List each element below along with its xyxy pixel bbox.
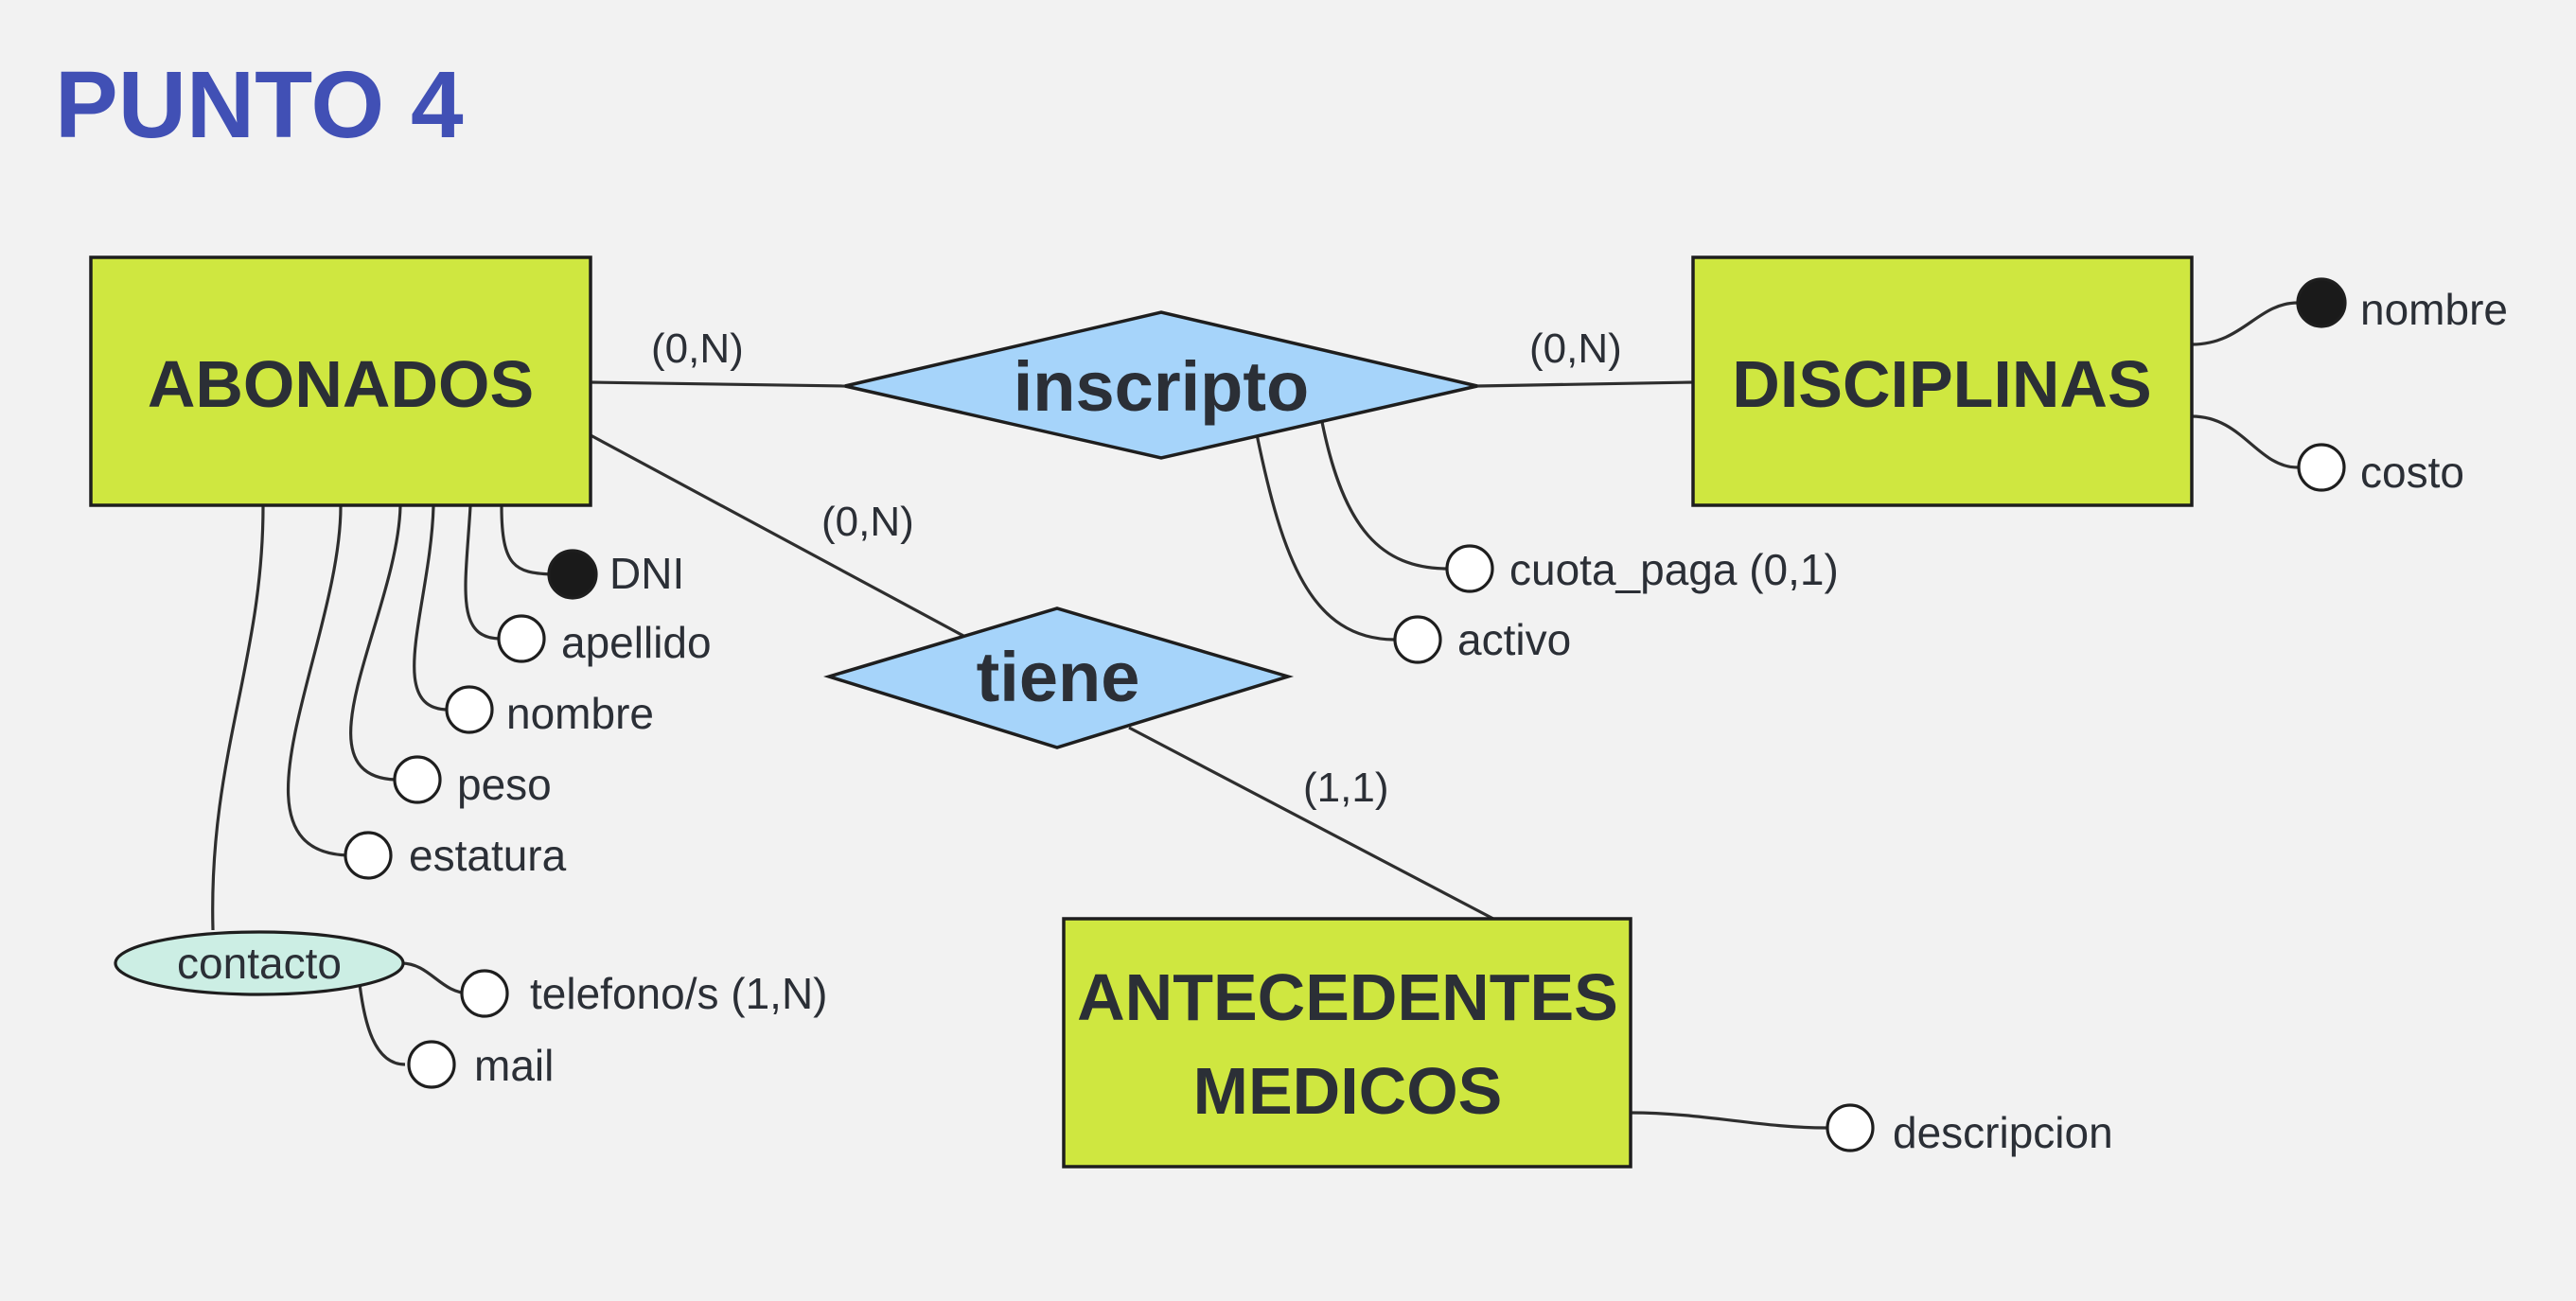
attribute-dni-label: DNI (609, 549, 684, 598)
attribute-telefono-label: telefono/s (1,N) (530, 969, 827, 1018)
entity-antecedentes-label-line2: MEDICOS (1193, 1054, 1503, 1128)
entity-abonados-box (89, 255, 592, 507)
cardinality-abonados-tiene: (0,N) (821, 499, 914, 545)
attribute-apellido[interactable]: apellido (497, 614, 712, 667)
attribute-dni[interactable]: DNI (547, 549, 684, 600)
line-descripcion (1630, 1111, 1827, 1130)
entity-disciplinas-label: DISCIPLINAS (1732, 347, 2151, 421)
key-attribute-marker (2296, 277, 2347, 328)
attribute-nombre-disciplinas[interactable]: nombre (2296, 277, 2508, 334)
attribute-activo[interactable]: activo (1393, 615, 1571, 664)
entity-abonados[interactable]: ABONADOS (89, 255, 592, 507)
attribute-costo[interactable]: costo (2297, 443, 2464, 497)
line-telefono (400, 961, 471, 995)
line-nombre-abonados (413, 505, 450, 712)
relationship-tiene-diamond (823, 607, 1295, 749)
line-dni (500, 505, 552, 576)
attribute-cuota-paga-label: cuota_paga (0,1) (1509, 545, 1839, 594)
attribute-cuota-paga[interactable]: cuota_paga (0,1) (1445, 544, 1839, 594)
composite-contacto-label: contacto (177, 939, 342, 988)
line-contacto (211, 505, 265, 931)
attribute-estatura[interactable]: estatura (344, 831, 567, 880)
attribute-activo-label: activo (1457, 615, 1571, 664)
cardinality-antecedentes-tiene: (1,1) (1303, 765, 1388, 811)
relationship-inscripto-diamond (844, 310, 1478, 460)
line-abonados-tiene (590, 433, 966, 639)
line-activo (1255, 433, 1395, 642)
relationship-tiene[interactable]: tiene (823, 607, 1295, 749)
attribute-marker (344, 831, 393, 880)
cardinality-abonados-inscripto: (0,N) (651, 325, 744, 372)
attribute-marker (1393, 615, 1442, 664)
composite-contacto-ellipse (114, 930, 405, 996)
entity-disciplinas[interactable]: DISCIPLINAS (1691, 255, 2194, 507)
entity-abonados-label: ABONADOS (148, 347, 534, 421)
cardinality-disciplinas-inscripto: (0,N) (1529, 325, 1622, 372)
attribute-marker (1445, 544, 1494, 593)
entity-antecedentes-label-line1: ANTECEDENTES (1077, 960, 1618, 1034)
attribute-marker (1826, 1103, 1875, 1152)
attribute-marker (2297, 443, 2346, 492)
relationship-inscripto[interactable]: inscripto (844, 310, 1478, 460)
attribute-mail[interactable]: mail (407, 1040, 554, 1090)
entity-disciplinas-box (1691, 255, 2194, 507)
line-peso (349, 505, 402, 782)
attribute-costo-label: costo (2360, 448, 2464, 497)
line-mail (358, 983, 406, 1066)
line-abonados-inscripto (590, 380, 846, 388)
composite-attribute-contacto[interactable]: contacto (114, 930, 405, 996)
attribute-nombre-abonados-label: nombre (506, 689, 654, 738)
line-tiene-antecedentes (1128, 726, 1494, 921)
line-costo (2191, 414, 2299, 469)
relationship-inscripto-label: inscripto (1014, 347, 1309, 426)
page-title: PUNTO 4 (55, 52, 464, 158)
entity-antecedentes-medicos[interactable]: ANTECEDENTES MEDICOS (1062, 917, 1632, 1169)
entity-antecedentes-box (1062, 917, 1632, 1169)
attribute-marker (497, 614, 546, 663)
attribute-peso[interactable]: peso (393, 755, 552, 809)
attribute-marker (460, 969, 509, 1018)
key-attribute-marker (547, 549, 598, 600)
attribute-mail-label: mail (474, 1041, 554, 1090)
line-estatura (286, 505, 349, 857)
attribute-peso-label: peso (457, 760, 552, 809)
connector-lines (211, 301, 2299, 1130)
attribute-marker (445, 685, 494, 734)
relationship-tiene-label: tiene (977, 638, 1140, 716)
attribute-nombre-abonados[interactable]: nombre (445, 685, 654, 738)
attribute-marker (393, 755, 442, 804)
line-nombre-disciplinas (2191, 301, 2299, 346)
attribute-descripcion[interactable]: descripcion (1826, 1103, 2113, 1157)
attribute-nombre-disciplinas-label: nombre (2360, 285, 2508, 334)
attribute-descripcion-label: descripcion (1893, 1108, 2113, 1157)
attribute-telefono[interactable]: telefono/s (1,N) (460, 969, 827, 1018)
attribute-apellido-label: apellido (561, 618, 712, 667)
line-inscripto-disciplinas (1476, 380, 1695, 388)
line-cuota-paga (1320, 421, 1447, 571)
attribute-marker (407, 1040, 456, 1089)
attribute-estatura-label: estatura (409, 831, 567, 880)
line-apellido (464, 505, 502, 641)
